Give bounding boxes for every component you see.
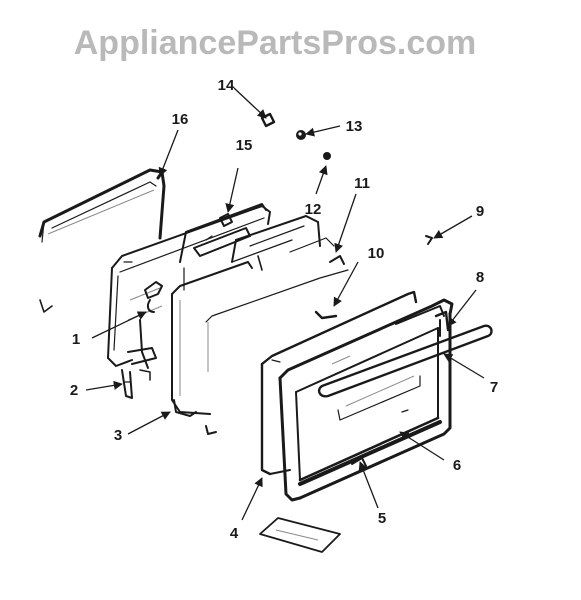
callout-8: 8 — [476, 269, 484, 286]
callout-13: 13 — [346, 118, 363, 135]
part-6-door-trim — [278, 298, 454, 502]
callout-2: 2 — [70, 382, 78, 399]
part-12-knob — [323, 152, 331, 160]
part-15-bracket — [179, 203, 267, 291]
leader-lines — [85, 87, 485, 521]
part-14-fastener — [260, 112, 276, 128]
watermark-text: AppliancePartsPros.com — [74, 24, 476, 62]
callout-15: 15 — [236, 137, 253, 154]
part-16-door-panel — [38, 168, 166, 243]
callout-6: 6 — [453, 457, 461, 474]
callout-1: 1 — [72, 331, 80, 348]
part-10-clip — [314, 310, 338, 320]
part-13-nut — [296, 130, 306, 140]
callout-11: 11 — [354, 175, 370, 192]
callout-4: 4 — [230, 525, 239, 542]
callout-labels: 1 2 3 4 5 6 7 8 9 10 11 12 13 14 15 16 — [70, 77, 498, 542]
callout-16: 16 — [172, 111, 189, 128]
part-4-outer-door — [260, 290, 418, 476]
middle-glass-panel — [205, 237, 349, 372]
part-shim-card — [259, 517, 341, 553]
insulation-panel — [171, 215, 321, 435]
part-11-spacer — [329, 255, 345, 265]
callout-14: 14 — [218, 77, 235, 94]
callout-9: 9 — [476, 203, 484, 220]
callout-7: 7 — [490, 379, 498, 396]
callout-12: 12 — [305, 201, 322, 218]
callout-3: 3 — [114, 427, 122, 444]
part-8-handle-bracket — [434, 310, 450, 337]
part-9-screw — [425, 235, 433, 245]
callout-10: 10 — [368, 245, 385, 262]
inner-door-liner — [107, 205, 271, 399]
part-7-door-handle — [317, 305, 493, 398]
part-loose-fragment — [39, 299, 53, 313]
callout-5: 5 — [378, 510, 386, 527]
